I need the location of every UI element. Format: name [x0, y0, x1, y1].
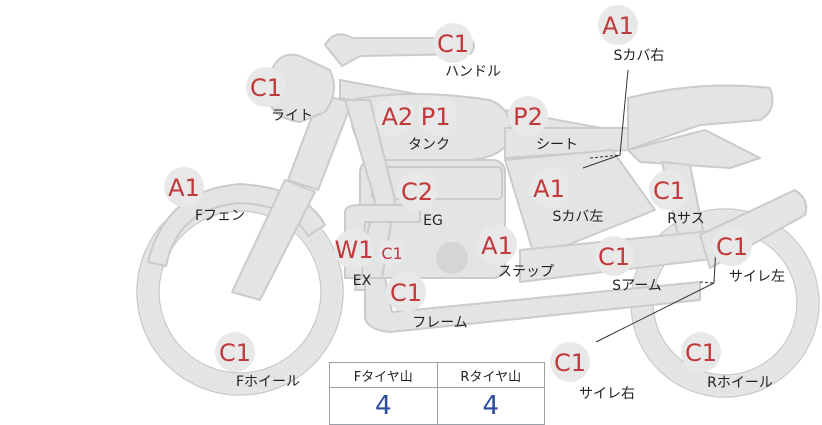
- badge-code: A2 P1: [381, 103, 450, 131]
- grade-badges: C1 ハンドル C1 ライト A2 P1 タンク P2 シート A1 Sカバ右 …: [164, 5, 785, 402]
- part-label: ライト: [271, 108, 313, 124]
- part-label: Fホイール: [236, 374, 300, 390]
- badge-code: C1: [219, 339, 251, 367]
- badge-side-cover-right: A1 Sカバ右: [598, 5, 664, 64]
- badge-code: C1: [390, 279, 422, 307]
- badge-rear-wheel: C1 Rホイール: [681, 332, 773, 391]
- part-label: Sアーム: [612, 278, 662, 294]
- part-label: フレーム: [412, 315, 468, 331]
- rear-tread-header: Rタイヤ山: [436, 362, 545, 388]
- badge-code: C1: [716, 233, 748, 261]
- badge-front-fender: A1 Fフェン: [164, 167, 245, 224]
- part-label: Sカバ左: [553, 209, 604, 225]
- leader-lines: [582, 69, 717, 343]
- part-label: ステップ: [498, 264, 554, 280]
- badge-code: C2: [401, 178, 433, 206]
- badge-front-wheel: C1 Fホイール: [215, 332, 300, 390]
- badge-code: C1: [437, 30, 469, 58]
- badge-seat: P2 シート: [508, 96, 578, 153]
- badge-side-cover-left: A1 Sカバ左: [529, 168, 603, 225]
- badge-tank: A2 P1 タンク: [375, 96, 457, 153]
- exhaust-pipe-shape: [364, 277, 701, 333]
- part-label: ハンドル: [445, 64, 501, 80]
- badge-code: A1: [481, 232, 513, 260]
- part-label: サイレ右: [579, 386, 635, 402]
- front-tread-value: 4: [329, 387, 438, 425]
- badge-code: C1: [685, 339, 717, 367]
- badge-code: C1: [653, 177, 685, 205]
- part-label: EG: [423, 213, 443, 229]
- part-label: Fフェン: [195, 208, 245, 224]
- front-tread-header: Fタイヤ山: [329, 362, 438, 388]
- part-label: シート: [536, 137, 578, 153]
- part-label: Sカバ右: [614, 48, 665, 64]
- badge-code: A1: [533, 175, 565, 203]
- headlight-shape: [267, 53, 335, 123]
- badge-code: P2: [513, 103, 543, 131]
- badge-exhaust: W1 C1 EX: [334, 229, 405, 289]
- badge-code: C1: [554, 349, 586, 377]
- badge-code: A1: [168, 174, 200, 202]
- badge-rear-suspension: C1 Rサス: [649, 170, 705, 227]
- badge-muffler-left: C1 サイレ左: [712, 226, 785, 285]
- table-header-row: Fタイヤ山 Rタイヤ山: [329, 362, 545, 388]
- badge-code: C1: [250, 74, 282, 102]
- badge-muffler-right: C1 サイレ右: [550, 342, 635, 402]
- part-label: EX: [353, 273, 372, 289]
- front-fork-shape: [231, 179, 316, 301]
- badge-swing-arm: C1 Sアーム: [594, 236, 662, 294]
- badge-handle: C1 ハンドル: [433, 23, 501, 80]
- part-label: Rサス: [667, 211, 704, 227]
- motorcycle-silhouette: [136, 33, 820, 398]
- tire-tread-table: Fタイヤ山 Rタイヤ山 4 4: [329, 362, 545, 425]
- badge-code: A1: [602, 12, 634, 40]
- badge-light: C1 ライト: [246, 67, 313, 124]
- badge-frame: C1 フレーム: [386, 272, 468, 331]
- table-value-row: 4 4: [329, 387, 545, 425]
- badge-code: W1: [335, 236, 374, 264]
- badge-step: A1 ステップ: [477, 225, 554, 280]
- part-label: Rホイール: [707, 375, 773, 391]
- part-label: サイレ左: [729, 269, 785, 285]
- part-label: タンク: [408, 137, 450, 153]
- badge-code: C1: [598, 243, 630, 271]
- badge-engine: C2 EG: [397, 171, 443, 229]
- badge-code-secondary: C1: [381, 244, 402, 263]
- rear-tread-value: 4: [436, 387, 545, 425]
